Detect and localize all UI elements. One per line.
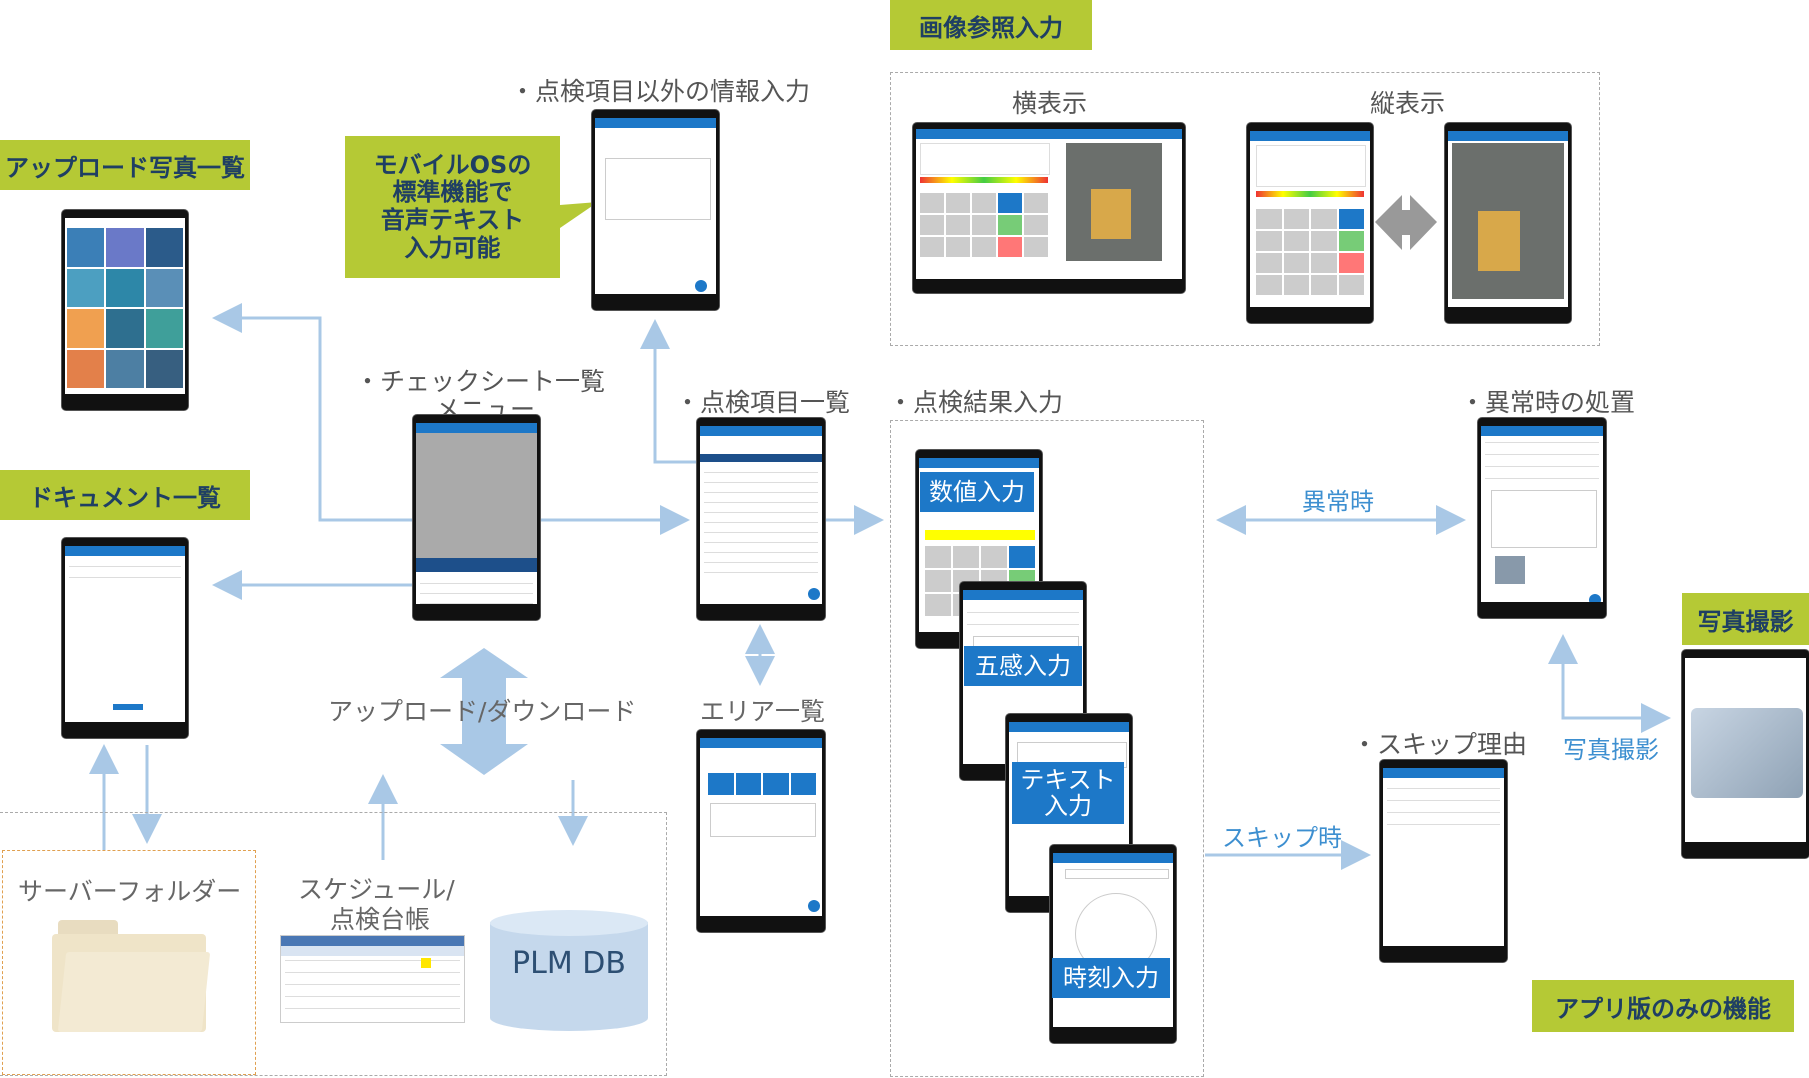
document-list-tag: ドキュメント一覧	[0, 470, 250, 520]
skip-when-label: スキップ時	[1222, 824, 1342, 852]
inspection-result-heading: ・点検結果入力	[888, 388, 1064, 417]
abnormal-when-label: 異常時	[1302, 488, 1374, 516]
schedule-label-2: 点検台帳	[330, 905, 431, 934]
text-input-label: テキスト 入力	[1012, 762, 1124, 824]
inspection-items-phone	[697, 418, 825, 620]
arrow-to-info-input	[640, 319, 700, 464]
plm-db-label: PLM DB	[512, 946, 626, 981]
image-ref-tag-text: 画像参照入力	[919, 13, 1063, 42]
portrait-phone-2	[1445, 123, 1571, 323]
inspection-items-heading: ・点検項目一覧	[675, 388, 851, 417]
checksheet-menu-phone	[413, 415, 540, 620]
photo-capture-label: 写真撮影	[1563, 736, 1659, 764]
mobile-os-note: モバイルOSの 標準機能で 音声テキスト 入力可能	[345, 136, 560, 278]
app-only-tag: アプリ版のみの機能	[1532, 980, 1794, 1032]
landscape-phone	[913, 123, 1185, 293]
image-ref-tag: 画像参照入力	[890, 0, 1092, 50]
arrow-to-photo	[1561, 660, 1671, 733]
plm-db-cylinder: PLM DB	[490, 910, 648, 1031]
upload-photo-tag-text: アップロード写真一覧	[5, 153, 245, 182]
server-folder-label: サーバーフォルダー	[18, 877, 242, 906]
schedule-label-1: スケジュール/	[298, 875, 455, 904]
upload-download-label: アップロード/ダウンロード	[328, 697, 637, 726]
image-ref-region	[890, 72, 1600, 346]
portrait-heading: 縦表示	[1370, 89, 1446, 118]
numeric-input-label: 数値入力	[920, 472, 1034, 512]
area-list-phone	[697, 730, 825, 932]
app-only-tag-text: アプリ版のみの機能	[1555, 994, 1771, 1023]
info-input-phone	[592, 110, 719, 310]
bubble-pointer	[560, 202, 598, 228]
upload-download-arrow	[440, 648, 528, 775]
skip-reason-heading: ・スキップ理由	[1352, 730, 1528, 759]
photo-tag-text: 写真撮影	[1697, 607, 1794, 636]
photo-tag: 写真撮影	[1682, 593, 1809, 645]
five-senses-label: 五感入力	[964, 646, 1082, 686]
schedule-table-thumb	[280, 935, 465, 1023]
server-region	[0, 812, 667, 1076]
abnormal-heading: ・異常時の処置	[1460, 388, 1636, 417]
time-input-label: 時刻入力	[1052, 958, 1170, 998]
double-arrow-icon	[1375, 195, 1437, 250]
checksheet-heading: ・チェックシート一覧	[355, 367, 606, 396]
portrait-phone-1	[1247, 123, 1373, 323]
abnormal-phone	[1478, 418, 1606, 618]
upload-photo-tag: アップロード写真一覧	[0, 140, 250, 190]
result-input-region	[890, 420, 1204, 1077]
arrow-to-photo-list	[212, 303, 413, 522]
document-list-tag-text: ドキュメント一覧	[29, 483, 221, 512]
photo-list-phone	[62, 210, 188, 410]
time-input-phone	[1050, 845, 1176, 1043]
area-list-label: エリア一覧	[700, 697, 826, 726]
skip-reason-phone	[1380, 760, 1507, 962]
info-input-heading: ・点検項目以外の情報入力	[510, 77, 811, 106]
folder-icon	[52, 920, 211, 1032]
mobile-os-note-text: モバイルOSの 標準機能で 音声テキスト 入力可能	[373, 150, 532, 262]
server-folder-region	[2, 850, 256, 1075]
landscape-heading: 横表示	[1012, 89, 1088, 118]
document-list-phone	[62, 538, 188, 738]
photo-capture-phone	[1682, 650, 1809, 858]
